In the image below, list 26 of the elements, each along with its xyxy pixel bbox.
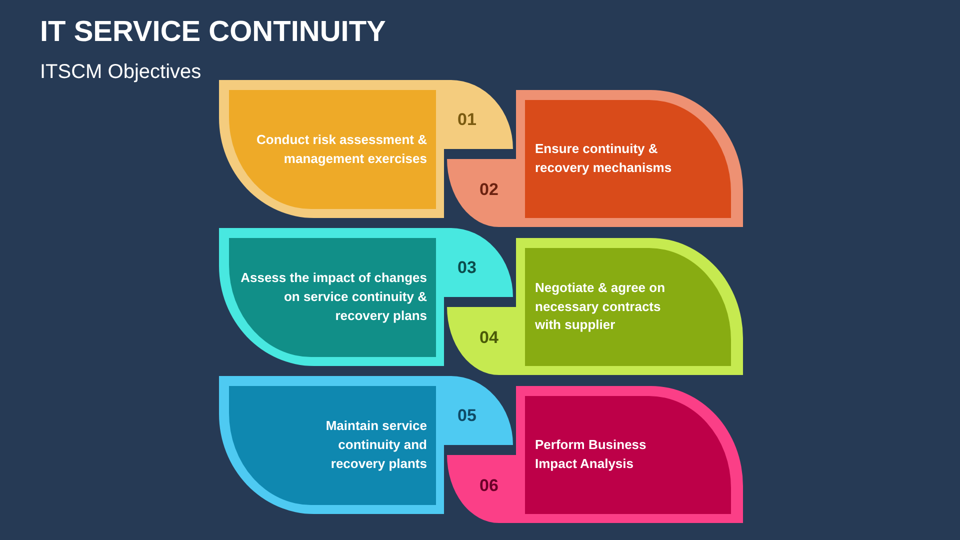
leaf-shape-card xyxy=(219,80,513,218)
content-panel xyxy=(229,386,436,505)
leaf-shape-card xyxy=(447,90,743,227)
title-text: IT SERVICE CONTINUITY xyxy=(40,16,386,50)
step-number: 01 xyxy=(458,110,476,130)
subtitle-text: ITSCM Objectives xyxy=(40,61,202,84)
step-number: 04 xyxy=(480,328,498,348)
step-number: 03 xyxy=(458,258,476,278)
content-panel xyxy=(229,238,436,357)
leaf-shape-card xyxy=(447,238,743,375)
objective-text: Negotiate & agree on necessary contracts with supplier xyxy=(535,278,666,334)
objective-text: Conduct risk assessment & management exercises xyxy=(255,130,427,168)
leaf-shape-card xyxy=(219,376,513,514)
objective-text: Assess the impact of changes on service continuity & recovery plans xyxy=(240,269,427,325)
leaf-shape-card xyxy=(447,386,743,523)
step-number: 05 xyxy=(458,406,476,426)
content-panel xyxy=(525,396,731,514)
step-number: 02 xyxy=(480,180,498,200)
step-number: 06 xyxy=(480,476,498,496)
objective-text: Maintain service continuity and recovery plants xyxy=(324,417,427,473)
objective-text: Perform Business Impact Analysis xyxy=(535,436,648,473)
content-panel xyxy=(525,100,731,218)
content-panel xyxy=(525,248,731,366)
leaf-shape-card xyxy=(219,228,513,366)
content-panel xyxy=(229,90,436,209)
objective-text: Ensure continuity & recovery mechanisms xyxy=(535,140,673,177)
